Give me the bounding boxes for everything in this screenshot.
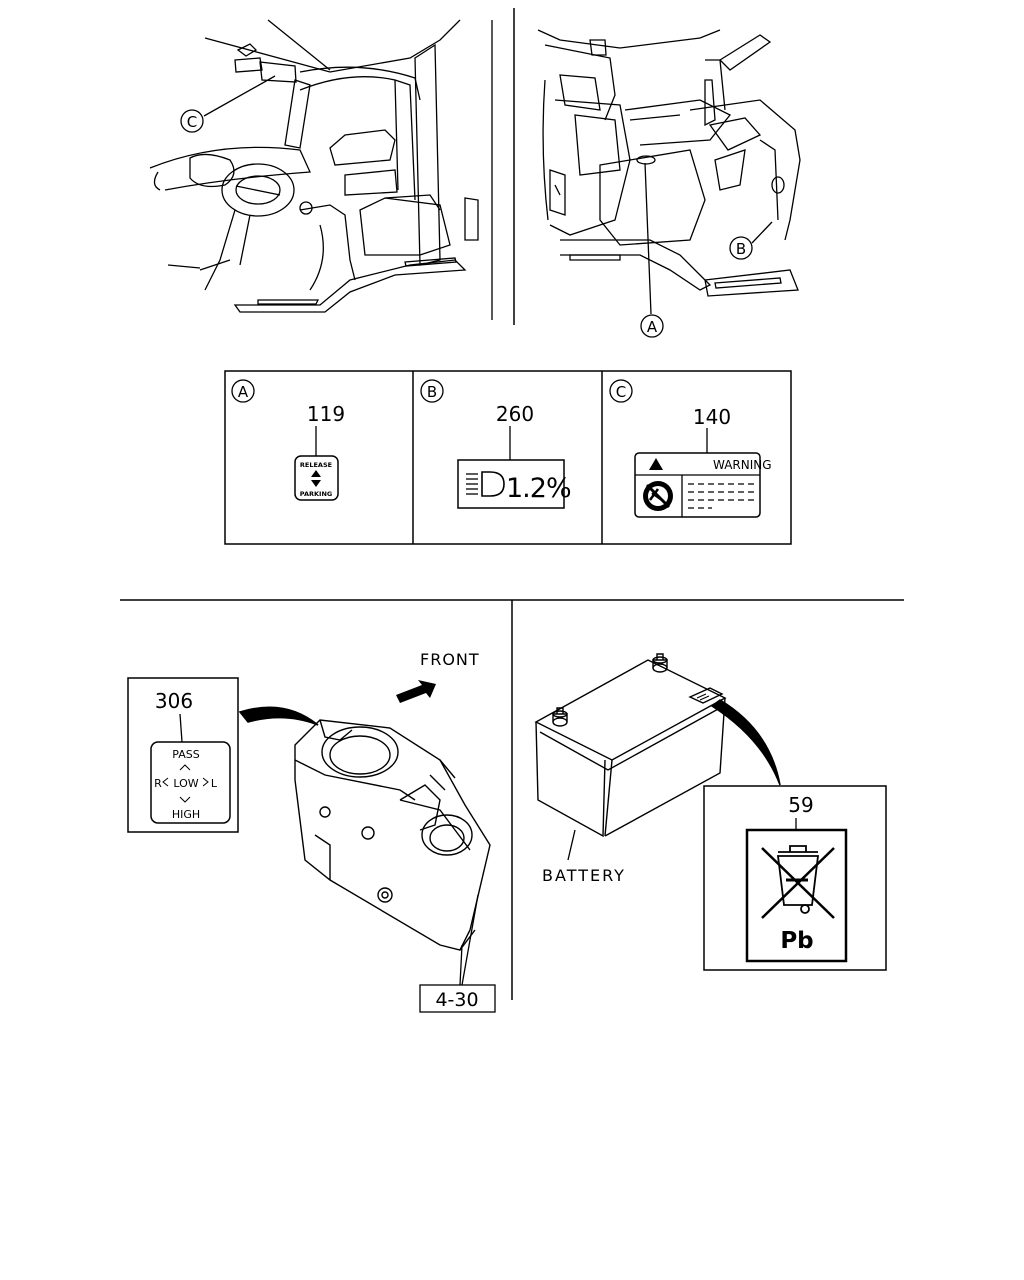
callout-b-leader (751, 221, 773, 244)
dimmer-l-text: L (211, 777, 218, 790)
callout-c-circle (180, 109, 204, 133)
callout-b-letter: B (736, 240, 746, 258)
warning-decal (634, 452, 761, 518)
headlamp-level-decal (457, 459, 565, 509)
battery-text: BATTERY (542, 866, 626, 885)
label-box-b-part-number: 260 (496, 402, 534, 426)
callout-a-target (636, 155, 656, 165)
crossed-bin-icon (761, 845, 835, 919)
callout-c-leader (203, 75, 276, 117)
callout-a-letter: A (647, 318, 658, 336)
label-box-a: A 119 RELEASE PARKING (231, 379, 345, 501)
headlamp-icon (466, 471, 505, 497)
dimmer-pass-text: PASS (172, 748, 199, 761)
dimmer-low-text: LOW (173, 777, 198, 790)
ref-box (419, 984, 496, 1013)
parking-text: PARKING (300, 490, 332, 498)
label-box-a-part-number: 119 (307, 402, 345, 426)
label-box-c: C 140 WARNING (609, 379, 772, 518)
cab-left-illustration (149, 19, 493, 320)
recycle-decal (745, 828, 848, 963)
column-cover-illustration (294, 719, 491, 951)
no-airbag-icon (643, 481, 673, 511)
curved-arrow-left (238, 706, 319, 726)
label-box-c-part-number: 140 (693, 405, 731, 429)
callout-a-leader (644, 162, 652, 315)
chevron-up-icon (179, 764, 191, 771)
dimmer-label-frame (127, 677, 239, 833)
dimmer-high-text: HIGH (172, 808, 200, 821)
callout-c-letter: C (187, 113, 197, 131)
warning-triangle-icon (649, 458, 663, 470)
callout-b-circle (729, 236, 753, 260)
chevron-left-icon (162, 777, 169, 787)
headlamp-percent: 1.2% (506, 473, 571, 504)
chevron-right-icon (202, 777, 209, 787)
chevron-down-icon (179, 796, 191, 803)
curved-arrow-right (710, 699, 781, 786)
dimmer-label-part-number: 306 (155, 689, 193, 713)
label-box-c-letter: C (616, 383, 626, 401)
label-box-a-letter: A (238, 383, 249, 401)
ref-box-text: 4-30 (435, 989, 478, 1011)
front-text: FRONT (420, 650, 480, 669)
cab-right-illustration (537, 29, 801, 297)
label-box-b: B 260 1.2% (420, 379, 572, 509)
label-table (224, 370, 792, 545)
callout-a-circle (640, 314, 664, 338)
front-arrow-icon (396, 680, 436, 703)
pb-text: Pb (780, 928, 813, 954)
release-text: RELEASE (300, 461, 332, 469)
dimmer-decal (150, 741, 231, 824)
warning-text-lines (688, 483, 756, 509)
warning-text: WARNING (713, 458, 772, 472)
label-box-b-letter: B (427, 383, 437, 401)
release-parking-decal (294, 455, 339, 501)
battery-illustration (534, 653, 727, 838)
up-down-arrow-icon (311, 470, 321, 487)
dimmer-r-text: R (154, 777, 162, 790)
battery-label-frame (703, 785, 887, 971)
battery-label-part-number: 59 (788, 793, 813, 817)
